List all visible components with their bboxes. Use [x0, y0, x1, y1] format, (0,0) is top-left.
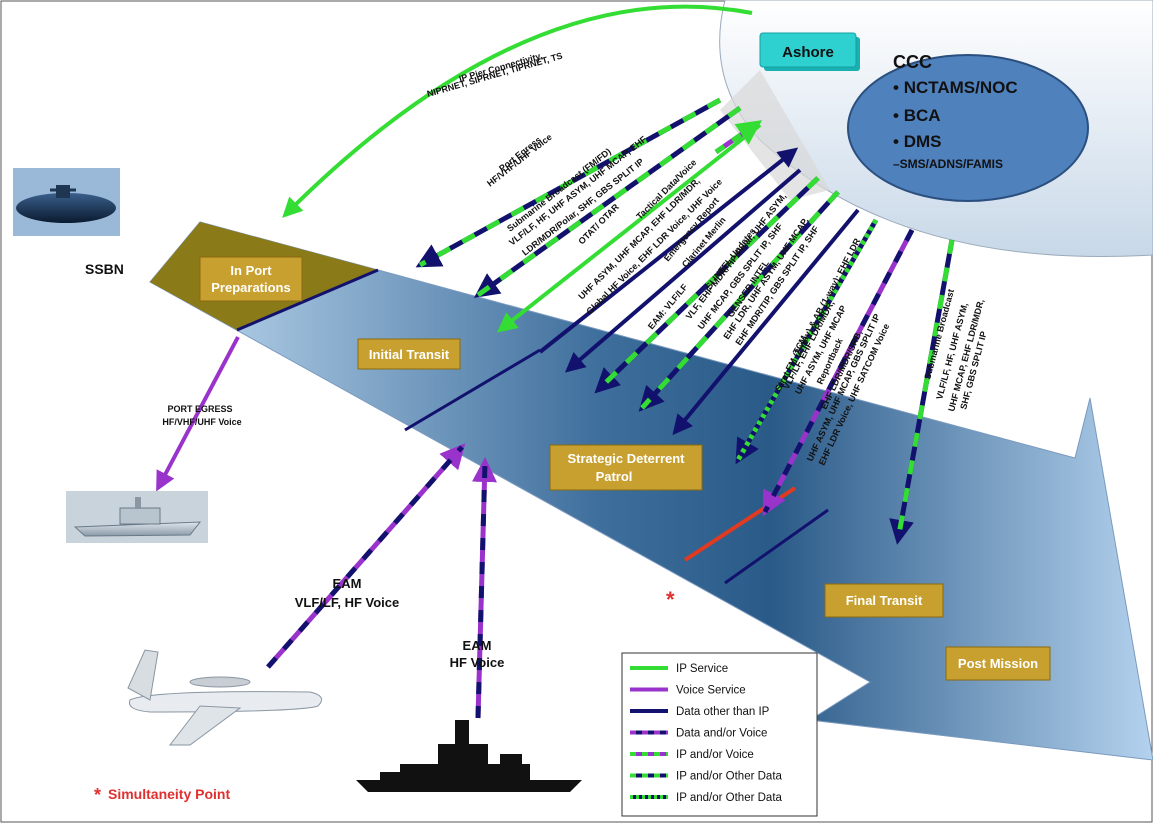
legend-label: IP and/or Voice — [676, 749, 754, 761]
aircraft-icon — [127, 649, 323, 746]
patrol-boat-icon — [66, 491, 208, 543]
phase-post-mission: Post Mission — [945, 646, 1051, 681]
simultaneity-star: * — [666, 587, 675, 612]
link-sub-broadcast — [473, 105, 742, 298]
link-ip-pier — [282, 4, 753, 218]
legend-label: Data and/or Voice — [676, 728, 767, 740]
link-otat — [496, 123, 762, 333]
svg-text:Preparations: Preparations — [211, 280, 290, 295]
svg-text:In Port: In Port — [230, 263, 272, 278]
svg-text:HF/VHF/UHF Voice: HF/VHF/UHF Voice — [485, 132, 554, 189]
svg-text:Simultaneity Point: Simultaneity Point — [108, 786, 230, 802]
warship-icon — [356, 720, 582, 792]
legend-item: IP and/or Other Data — [630, 771, 783, 783]
legend-item: Voice Service — [630, 685, 746, 697]
phase-initial-transit: Initial Transit — [357, 338, 461, 370]
submarine-icon — [13, 168, 120, 236]
link-port-egress-voice — [156, 336, 240, 492]
divider-1 — [236, 268, 379, 332]
link-emergency — [538, 147, 799, 354]
legend-label: IP Service — [676, 663, 728, 675]
simultaneity-footnote: * Simultaneity Point — [94, 785, 230, 805]
ccc-ellipse: CCC • NCTAMS/NOC • BCA • DMS –SMS/ADNS/F… — [847, 52, 1089, 202]
ashore-label: Ashore — [782, 44, 834, 61]
link-shadow — [720, 70, 830, 200]
link-eam-vlf — [564, 168, 802, 373]
phase-inport: In Port Preparations — [199, 256, 303, 302]
label-eam-ship-1: EAM — [463, 638, 492, 653]
legend-item: Data other than IP — [630, 706, 770, 718]
label-eam-air-1: EAM — [333, 576, 362, 591]
label-port-egress-1: PORT EGRESS — [167, 404, 232, 414]
legend-item: Data and/or Voice — [630, 728, 767, 740]
svg-text:Post Mission: Post Mission — [958, 656, 1038, 671]
label-eam-air-2: VLF/LF, HF Voice — [295, 595, 400, 610]
legend-label: IP and/or Other Data — [676, 792, 783, 804]
vessel-label: SSBN — [85, 261, 124, 277]
ccc-sub: –SMS/ADNS/FAMIS — [893, 157, 1003, 171]
svg-text:Initial Transit: Initial Transit — [369, 347, 450, 362]
ccc-item-3: • DMS — [893, 132, 941, 151]
svg-text:Final Transit: Final Transit — [846, 593, 923, 608]
ashore-button: Ashore — [759, 32, 860, 71]
ccc-item-2: • BCA — [893, 106, 941, 125]
svg-text:Strategic Deterrent: Strategic Deterrent — [567, 451, 685, 466]
legend-label: Data other than IP — [676, 706, 770, 718]
legend-label: Voice Service — [676, 685, 746, 697]
label-port-egress-2: HF/VHF/UHF Voice — [162, 417, 241, 427]
svg-text:Patrol: Patrol — [596, 469, 633, 484]
legend-item: IP Service — [630, 663, 728, 675]
divider-2 — [404, 348, 541, 432]
phase-strategic-patrol: Strategic Deterrent Patrol — [549, 444, 703, 491]
legend-label: IP and/or Other Data — [676, 771, 783, 783]
svg-text:*: * — [94, 785, 101, 805]
phase-final-transit: Final Transit — [824, 583, 944, 618]
ccc-title: CCC — [893, 52, 932, 72]
link-strat-fm — [672, 208, 860, 436]
upper-links — [415, 97, 955, 545]
legend-item: IP and/or Other Data — [630, 792, 783, 804]
ccc-item-1: • NCTAMS/NOC — [893, 78, 1018, 97]
divider-3 — [724, 508, 829, 585]
label-eam-ship-2: HF Voice — [450, 655, 505, 670]
lower-links — [156, 336, 497, 719]
legend-item: IP and/or Voice — [630, 749, 754, 761]
